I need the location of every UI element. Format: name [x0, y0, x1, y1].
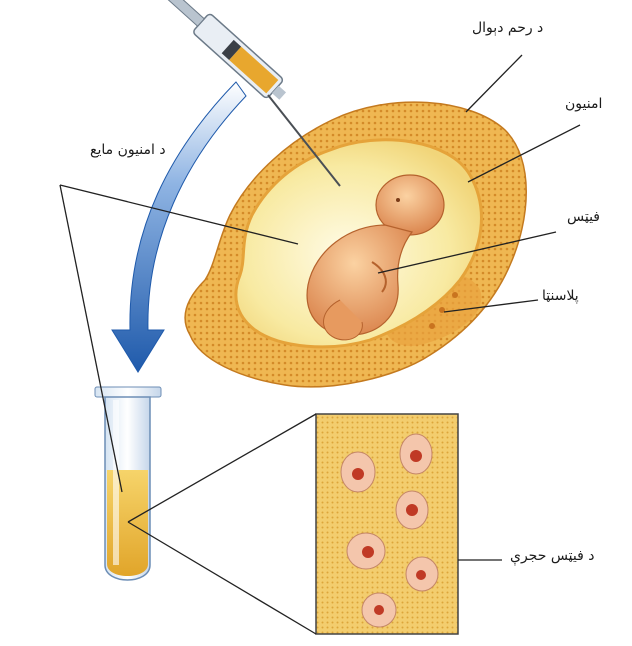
cell: [406, 557, 438, 591]
label-amniotic-fluid: د امنيون مايع: [90, 142, 166, 158]
label-uterine-wall: د رحم دېوال: [472, 20, 543, 36]
leader-uterine-wall: [466, 55, 522, 112]
label-amnion: امنيون: [565, 96, 602, 112]
label-fetus: فيټس: [567, 209, 600, 225]
label-fetal-cells: د فيټس حجرې: [510, 548, 595, 564]
cell: [341, 452, 375, 492]
test-tube: [95, 387, 161, 580]
leader-fluid-tube: [60, 185, 122, 492]
cell: [396, 491, 428, 529]
cell: [400, 434, 432, 474]
cell: [347, 533, 385, 569]
zoom-lines: [128, 414, 316, 634]
label-placenta: پلاسنټا: [542, 288, 579, 304]
cell: [362, 593, 396, 627]
fetal-cell-panel: [316, 414, 458, 634]
